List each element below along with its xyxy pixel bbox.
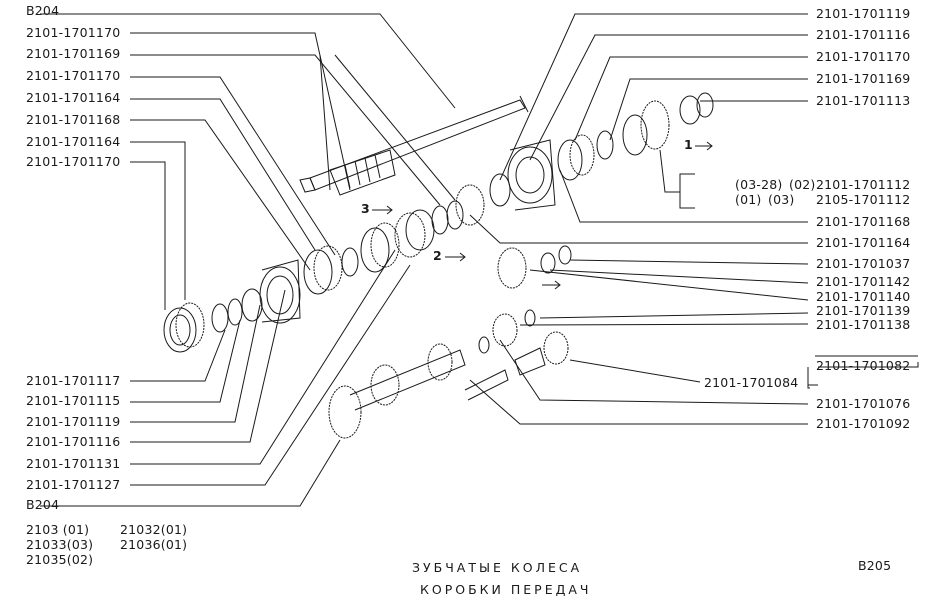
input-shaft xyxy=(299,95,529,196)
leader-line xyxy=(130,319,241,403)
part-label: 2101-1701168 xyxy=(26,112,121,127)
part-label: 2101-1701170 xyxy=(26,154,121,169)
leader-line xyxy=(130,141,186,300)
part-label: 2101-1701092 xyxy=(816,416,911,431)
leader-line xyxy=(130,289,286,443)
callout-number: 1 xyxy=(684,137,693,152)
leader-line xyxy=(130,249,396,465)
part-label: 2101-1701169 xyxy=(816,71,911,86)
leader-line xyxy=(818,362,919,368)
part-label: 2101-1701170 xyxy=(26,25,121,40)
part-label: 2101-1701127 xyxy=(26,477,121,492)
leader-line xyxy=(609,78,808,141)
leader-line xyxy=(569,359,701,383)
part-label: 2101-1701164 xyxy=(26,134,121,149)
arrow-icon xyxy=(542,280,561,290)
part-label: 2101-1701119 xyxy=(26,414,121,429)
model-code: 21033(03) xyxy=(26,537,94,552)
bracket xyxy=(679,173,695,209)
leader-line xyxy=(319,54,331,191)
leader-line xyxy=(130,98,316,251)
variant-code: (01) xyxy=(735,192,762,207)
leader-line xyxy=(574,56,808,141)
leader-line xyxy=(529,34,808,161)
part-label: 2101-1701140 xyxy=(816,289,911,304)
arrow-icon xyxy=(445,252,466,262)
gear-set xyxy=(163,92,714,353)
page-tag-top-left: B204 xyxy=(26,3,60,18)
part-label: 2101-1701112 xyxy=(816,177,911,192)
leader-line xyxy=(519,323,809,326)
part-label: 2101-1701164 xyxy=(26,90,121,105)
part-label: 2101-1701142 xyxy=(816,274,911,289)
part-label: 2101-1701119 xyxy=(816,6,911,21)
leader-line xyxy=(130,54,441,206)
model-code: 2103 (01) xyxy=(26,522,90,537)
leader-line xyxy=(130,32,351,191)
page-tag-bottom-left: B204 xyxy=(26,497,60,512)
part-label: 2101-1701084 xyxy=(704,375,799,390)
part-label: 2101-1701139 xyxy=(816,303,911,318)
part-label: 2101-1701115 xyxy=(26,393,121,408)
part-label: 2101-1701116 xyxy=(816,27,911,42)
title-line-1: ЗУБЧАТЫЕ КОЛЕСА xyxy=(412,560,583,575)
leader-line xyxy=(659,149,680,193)
leader-line xyxy=(499,339,809,405)
part-label: 2101-1701131 xyxy=(26,456,121,471)
variant-code: (03-28) xyxy=(735,177,783,192)
leader-line xyxy=(130,76,336,256)
leader-line xyxy=(529,269,809,301)
arrow-icon xyxy=(695,141,713,151)
leader-line xyxy=(469,379,808,425)
leader-line xyxy=(40,13,456,109)
leader-line xyxy=(569,259,809,265)
part-label: 2105-1701112 xyxy=(816,192,911,207)
part-label: 2101-1701113 xyxy=(816,93,911,108)
leader-line xyxy=(559,169,808,223)
model-code: 21032(01) xyxy=(120,522,188,537)
leader-line xyxy=(334,54,456,201)
part-label: 2101-1701116 xyxy=(26,434,121,449)
leader-line xyxy=(130,264,411,486)
part-label: 2101-1701082 xyxy=(816,358,911,373)
part-label: 2101-1701037 xyxy=(816,256,911,271)
part-label: 2101-1701168 xyxy=(816,214,911,229)
leader-line xyxy=(539,312,809,319)
model-code: 21035(02) xyxy=(26,552,94,567)
leader-line xyxy=(130,161,166,310)
counter-shaft xyxy=(328,245,572,439)
part-label: 2101-1701170 xyxy=(816,49,911,64)
title-line-2: КОРОБКИ ПЕРЕДАЧ xyxy=(420,582,592,597)
part-label: 2101-1701076 xyxy=(816,396,911,411)
model-code: 21036(01) xyxy=(120,537,188,552)
leader-line xyxy=(469,214,808,244)
variant-code: (03) xyxy=(768,192,795,207)
leader-line xyxy=(40,439,341,507)
leader-line xyxy=(807,367,810,389)
leader-line xyxy=(499,13,808,181)
arrow-icon xyxy=(372,205,393,215)
part-label: 2101-1701117 xyxy=(26,373,121,388)
part-label: 2101-1701164 xyxy=(816,235,911,250)
part-label: 2101-1701138 xyxy=(816,317,911,332)
variant-code: (02) xyxy=(789,177,816,192)
callout-number: 2 xyxy=(433,248,442,263)
leader-line xyxy=(130,329,226,382)
part-label: 2101-1701170 xyxy=(26,68,121,83)
part-label: 2101-1701169 xyxy=(26,46,121,61)
leader-line xyxy=(549,269,809,284)
callout-number: 3 xyxy=(361,201,370,216)
leader-line xyxy=(130,304,261,423)
page-tag-bottom-right: B205 xyxy=(858,558,892,573)
leader-line xyxy=(130,119,311,271)
